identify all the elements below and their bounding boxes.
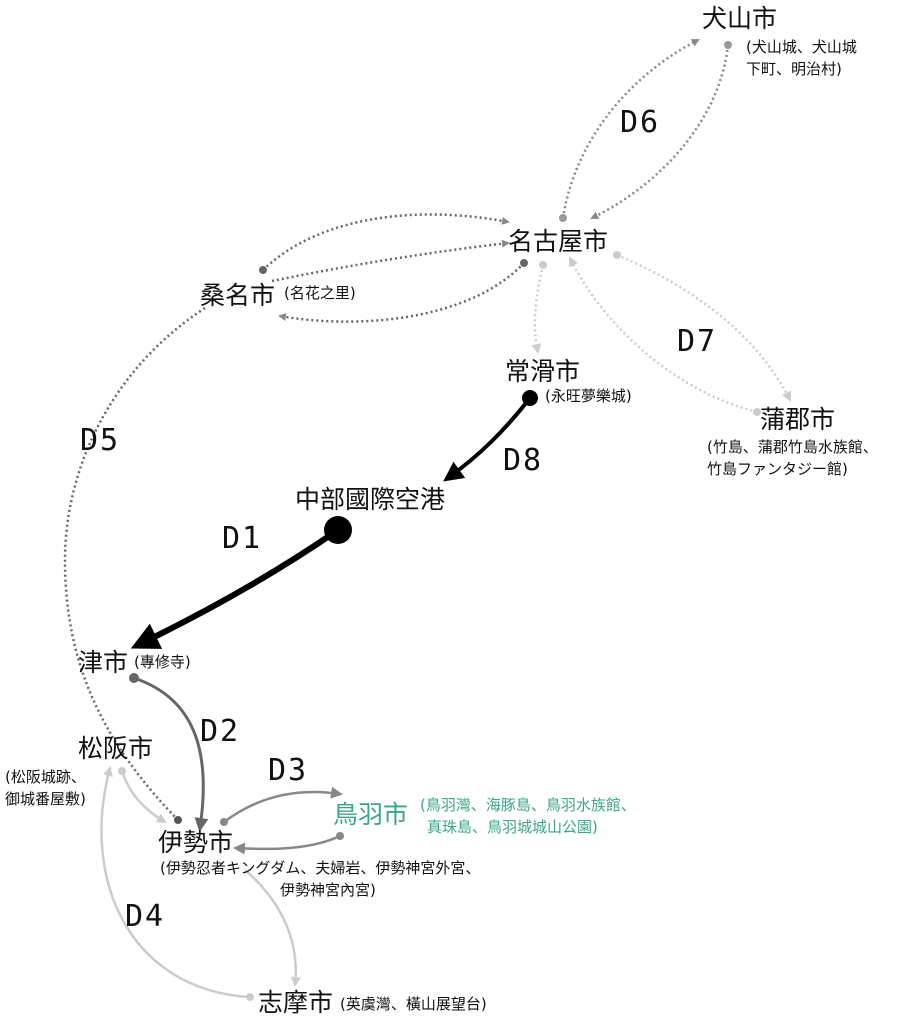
tokoname-sights: (永旺夢樂城) — [545, 387, 632, 405]
city-chubu-airport: 中部國際空港 — [295, 485, 446, 514]
city-tsu: 津市 — [78, 648, 129, 677]
toba-sights-1: (鳥羽灣、海豚島、鳥羽水族館、 — [420, 796, 636, 814]
route-d7 — [568, 253, 792, 414]
day-label-d2: D2 — [200, 714, 241, 749]
day-label-d6: D6 — [620, 105, 661, 140]
day-label-d3: D3 — [268, 753, 309, 788]
gamagori-sights-2: 竹島ファンタジー館) — [707, 460, 848, 478]
city-inuyama: 犬山市 — [702, 4, 778, 33]
inuyama-sights-2: 下町、明治村) — [746, 60, 842, 78]
route-d6 — [561, 38, 730, 220]
day-label-d8: D8 — [503, 443, 544, 478]
city-tokoname: 常滑市 — [505, 357, 581, 386]
tsu-sights: (專修寺) — [134, 653, 191, 671]
day-label-d5: D5 — [80, 423, 121, 458]
ise-sights-1: (伊勢忍者キングダム、夫婦岩、伊勢神宮外宮、 — [160, 859, 481, 877]
ise-sights-2: 伊勢神宮內宮) — [280, 881, 376, 899]
route-kuwana-nagoya — [262, 213, 525, 323]
city-kuwana: 桑名市 — [200, 281, 276, 310]
route-matsusaka-ise — [120, 770, 167, 824]
route-d1 — [130, 527, 340, 649]
shima-sights: (英虞灣、橫山展望台) — [340, 995, 487, 1013]
day-label-d4: D4 — [125, 899, 166, 934]
route-d8 — [443, 396, 532, 482]
city-nagoya: 名古屋市 — [508, 227, 609, 256]
matsusaka-sights-2: 御城番屋敷) — [5, 790, 86, 808]
city-matsusaka: 松阪市 — [78, 734, 154, 763]
city-toba: 鳥羽市 — [333, 800, 409, 829]
route-d2 — [133, 676, 209, 832]
inuyama-sights-1: (犬山城、犬山城 — [746, 38, 857, 56]
route-d3 — [223, 786, 343, 855]
city-shima: 志摩市 — [258, 988, 334, 1017]
gamagori-sights-1: (竹島、蒲郡竹島水族館、 — [707, 438, 878, 456]
day-label-d1: D1 — [222, 521, 263, 556]
day-label-d7: D7 — [677, 324, 718, 359]
city-gamagori: 蒲郡市 — [760, 405, 836, 434]
city-ise: 伊勢市 — [158, 828, 234, 857]
kuwana-sights: (名花之里) — [284, 284, 356, 302]
matsusaka-sights-1: (松阪城跡、 — [5, 768, 86, 786]
route-d4 — [100, 766, 301, 999]
toba-sights-2: 真珠島、鳥羽城城山公園) — [427, 818, 598, 836]
route-nagoya-tokoname — [531, 264, 545, 354]
route-d5 — [63, 306, 206, 821]
